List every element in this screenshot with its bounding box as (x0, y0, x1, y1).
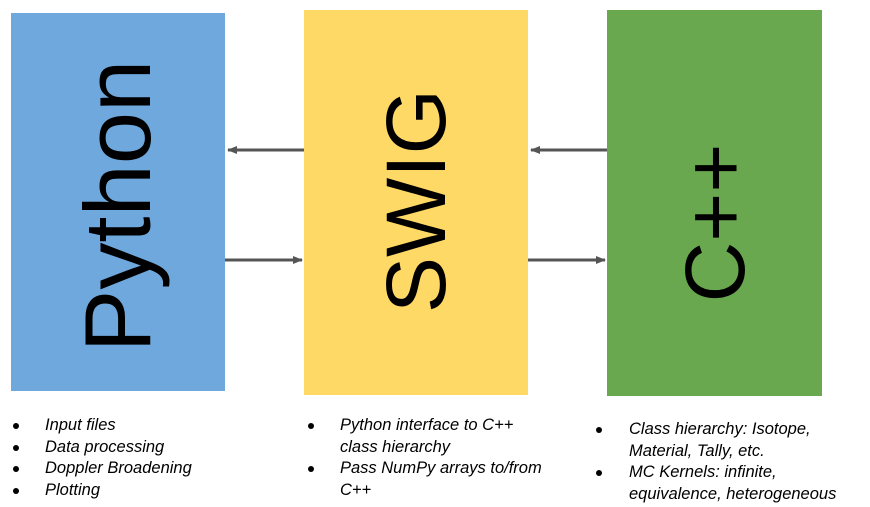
list-item: MC Kernels: infinite, equivalence, heter… (594, 462, 870, 505)
cpp-label: C++ (667, 143, 762, 303)
cpp-bullet-list: Class hierarchy: Isotope, Material, Tall… (594, 419, 870, 505)
python-bullet-list: Input files Data processing Doppler Broa… (11, 415, 261, 501)
cpp-box: C++ (607, 10, 822, 396)
list-item: Doppler Broadening (11, 458, 261, 480)
list-item: Class hierarchy: Isotope, Material, Tall… (594, 419, 870, 462)
python-box: Python (11, 13, 225, 391)
python-label: Python (65, 59, 170, 353)
list-item: Input files (11, 415, 261, 437)
swig-box: SWIG (304, 10, 528, 395)
swig-label: SWIG (369, 88, 463, 313)
list-item: Pass NumPy arrays to/from C++ (306, 458, 551, 501)
list-item: Python interface to C++ class hierarchy (306, 415, 551, 458)
list-item: Data processing (11, 437, 261, 459)
list-item: Plotting (11, 480, 261, 502)
swig-bullet-list: Python interface to C++ class hierarchy … (306, 415, 551, 501)
